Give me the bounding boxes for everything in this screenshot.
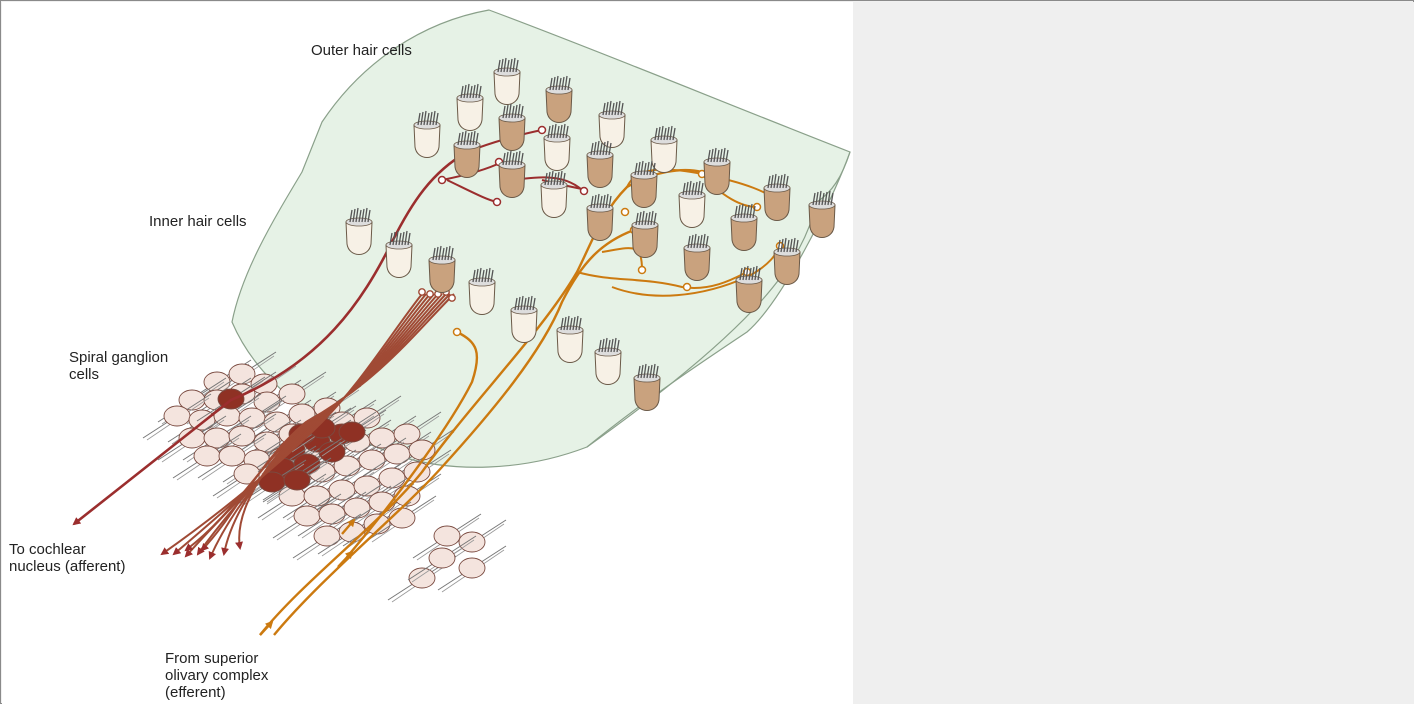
empty-right-panel xyxy=(853,2,1414,704)
afferent-terminal xyxy=(439,177,446,184)
afferent-terminal xyxy=(581,188,588,195)
efferent-arrow xyxy=(260,622,272,635)
afferent-terminal xyxy=(449,295,455,301)
efferent-terminal xyxy=(639,267,646,274)
figure-panel: Outer hair cells Inner hair cells Spiral… xyxy=(2,2,853,704)
afferent-terminal xyxy=(539,127,546,134)
spiral-ganglion-label: Spiral ganglion cells xyxy=(69,349,168,383)
outer-hair-cells-label: Outer hair cells xyxy=(311,42,412,59)
afferent-terminal xyxy=(494,199,501,206)
afferent-terminal xyxy=(419,289,425,295)
efferent-terminal xyxy=(454,329,461,336)
afferent-terminal xyxy=(427,291,433,297)
efferent-terminal xyxy=(622,209,629,216)
efferent-terminal xyxy=(684,284,691,291)
to-cochlear-nucleus-label: To cochlear nucleus (afferent) xyxy=(9,541,125,575)
from-superior-olivary-label: From superior olivary complex (efferent) xyxy=(165,650,268,701)
inner-hair-cells-label: Inner hair cells xyxy=(149,213,247,230)
